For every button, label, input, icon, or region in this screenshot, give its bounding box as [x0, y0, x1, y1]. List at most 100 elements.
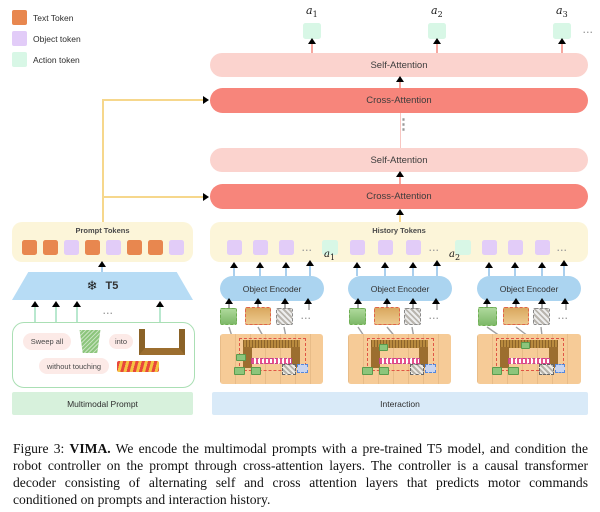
- cross-to-self-arrow-head-bottom: [396, 171, 404, 177]
- prompt-token-text: [22, 240, 37, 255]
- multimodal-prompt-label: Multimodal Prompt: [67, 398, 138, 409]
- legend-item-action-token: Action token: [12, 52, 80, 67]
- interaction-footer: Interaction: [212, 392, 588, 415]
- self-attention-layer-bottom: Self-Attention: [210, 148, 588, 172]
- history-ellipsis: ...: [557, 243, 568, 253]
- encoder-token-arrow-dashed: [309, 266, 311, 278]
- prompt-img-arrow-head: [73, 301, 81, 307]
- prompt-text-sweep-all: Sweep all: [23, 333, 71, 350]
- encoder-token-arrow-line: [285, 268, 287, 276]
- crop-arrow-head: [304, 298, 312, 304]
- history-token-object: [482, 240, 497, 255]
- interaction-label: Interaction: [380, 398, 420, 409]
- object-encoder-label: Object Encoder: [370, 283, 430, 294]
- crop-gray-object: [276, 308, 293, 325]
- scene-pan-leg: [291, 347, 301, 368]
- pan-outline: [366, 338, 435, 371]
- cross-to-self-arrow-head-top: [396, 76, 404, 82]
- scene-green-cube: [491, 367, 502, 375]
- prompt-arrows-ellipsis: ...: [103, 306, 114, 316]
- crop-arrow-head: [538, 298, 546, 304]
- encoder-token-arrow-line: [488, 268, 490, 276]
- cross-attention-label: Cross-Attention: [366, 95, 432, 106]
- t5-encoder: ❄ T5: [12, 272, 193, 300]
- caption-prefix: Figure 3:: [13, 441, 70, 456]
- crop-arrow-head: [254, 298, 262, 304]
- history-a1-label: a1: [324, 249, 336, 262]
- crop-pan: [503, 307, 529, 325]
- scene-pan-leg: [548, 347, 559, 368]
- scene-gray-object: [539, 364, 554, 375]
- prompt-text-without-touching: without touching: [39, 358, 109, 374]
- object-encoder-label: Object Encoder: [242, 283, 302, 294]
- history-token-object: [253, 240, 268, 255]
- crop-arrow-dashed: [436, 304, 438, 310]
- encoder-token-arrow-line: [541, 268, 543, 276]
- crop-gray-object: [533, 308, 550, 325]
- scene-green-cube: [236, 354, 246, 361]
- prompt-token-object: [106, 240, 121, 255]
- swept-object-image: [79, 330, 101, 353]
- self-attention-layer-top: Self-Attention: [210, 53, 588, 77]
- crop-arrow-head: [281, 298, 289, 304]
- stack-ellipsis: ⋮: [396, 116, 411, 133]
- cross-attention-layer-bottom: Cross-Attention: [210, 184, 588, 209]
- prompt-token-text: [148, 240, 163, 255]
- object-encoder-2: Object Encoder: [348, 276, 452, 301]
- prompt-connector-branch-bottom: [102, 196, 203, 198]
- object-encoder-3: Object Encoder: [477, 276, 581, 301]
- crop-green-cube: [478, 307, 497, 326]
- crop-pan: [245, 307, 271, 325]
- caption-body: We encode the multimodal prompts with a …: [13, 441, 588, 507]
- crop-arrow-head: [409, 298, 417, 304]
- pan-outline: [495, 338, 565, 371]
- a1-arrow-head: [308, 38, 316, 44]
- a2-arrow-head: [433, 38, 441, 44]
- prompt-tokens-title: Prompt Tokens: [75, 226, 130, 235]
- snowflake-icon: ❄: [86, 278, 98, 293]
- t5-label: T5: [105, 280, 119, 292]
- scene-green-cube: [378, 344, 389, 351]
- scene-green-cube: [508, 367, 519, 375]
- crop-arrow-dashed: [308, 304, 310, 310]
- cross-to-self-arrow-line-bottom: [399, 177, 401, 184]
- history-ellipsis: ...: [429, 243, 440, 253]
- legend-label: Text Token: [33, 12, 74, 23]
- text-token-swatch: [12, 10, 27, 25]
- crop-arrow-line: [541, 304, 543, 310]
- crops-ellipsis: ...: [429, 311, 440, 321]
- a3-arrow-line: [561, 44, 563, 53]
- crop-arrow-line: [357, 304, 359, 310]
- crop-arrow-dashed: [565, 304, 567, 310]
- interaction-scene-1: [220, 334, 323, 384]
- encoder-token-arrow-line: [259, 268, 261, 276]
- prompt-img-arrow-line: [76, 307, 78, 322]
- history-token-object: [406, 240, 421, 255]
- action-token-a3: [553, 23, 571, 39]
- scene-blue-object: [425, 364, 436, 373]
- scene-pan-leg: [419, 347, 429, 368]
- encoder-token-arrow-dashed: [563, 266, 565, 278]
- prompt-token-object: [169, 240, 184, 255]
- encoder-token-arrow-head: [433, 260, 441, 266]
- prompt-img-arrow-head: [52, 301, 60, 307]
- crop-green-cube: [349, 308, 366, 325]
- action-token-a1: [303, 23, 321, 39]
- prompt-token-object: [64, 240, 79, 255]
- action-token-swatch: [12, 52, 27, 67]
- cross-attention-layer-top: Cross-Attention: [210, 88, 588, 113]
- prompt-connector-head-top: [203, 96, 209, 104]
- cross-attention-label: Cross-Attention: [366, 191, 432, 202]
- crop-gray-object: [404, 308, 421, 325]
- prompt-connector-trunk: [102, 100, 104, 222]
- encoder-token-arrow-head: [511, 262, 519, 268]
- scene-green-cube: [362, 367, 373, 375]
- encoder-token-arrow-head: [282, 262, 290, 268]
- figure-caption: Figure 3: VIMA. We encode the multimodal…: [13, 440, 588, 508]
- interaction-scene-3: [477, 334, 581, 384]
- interaction-scene-2: [348, 334, 451, 384]
- crop-arrow-head: [483, 298, 491, 304]
- object-encoder-1: Object Encoder: [220, 276, 324, 301]
- legend-label: Object token: [33, 33, 81, 44]
- legend-item-text-token: Text Token: [12, 10, 73, 25]
